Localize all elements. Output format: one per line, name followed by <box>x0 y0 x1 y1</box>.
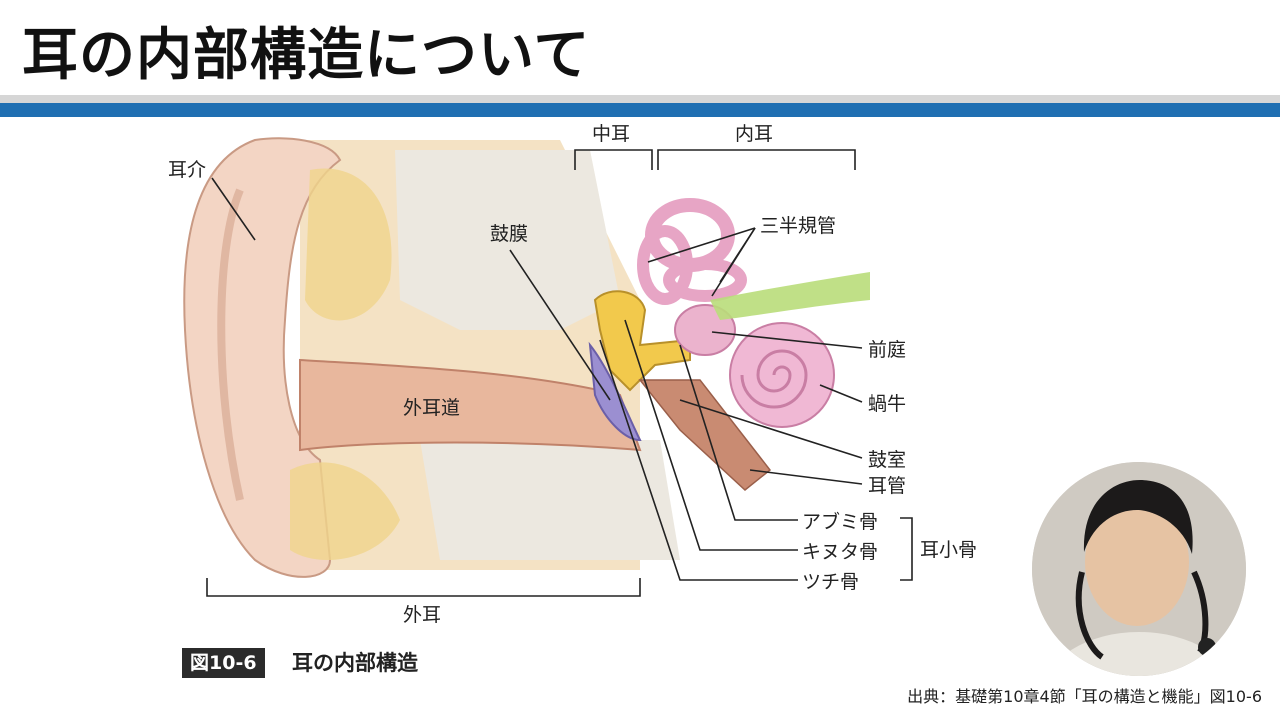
label-semicircular: 三半規管 <box>760 215 836 237</box>
figure-number-badge: 図10-6 <box>182 648 265 678</box>
leader-incus <box>624 319 798 551</box>
title-divider-gray <box>0 95 1280 103</box>
cochlea-spiral <box>740 349 808 409</box>
leader-tympanic <box>679 399 863 459</box>
auricle-fold <box>217 188 244 501</box>
bracket-outer-ear <box>206 578 641 597</box>
ossicles-shape <box>593 290 691 392</box>
bracket-ossicles <box>900 517 913 581</box>
label-cochlea: 蝸牛 <box>868 393 906 415</box>
label-stapes: アブミ骨 <box>802 510 878 533</box>
label-middle-ear: 中耳 <box>592 123 630 145</box>
label-eustachian: 耳管 <box>868 475 906 497</box>
cochlea-shape <box>729 322 835 428</box>
label-malleus: ツチ骨 <box>802 571 859 593</box>
label-vestibule: 前庭 <box>868 339 906 361</box>
label-ear-canal: 外耳道 <box>403 397 460 419</box>
figure-caption: 耳の内部構造 <box>292 651 418 675</box>
leader-eardrum <box>509 249 611 401</box>
leader-cochlea <box>819 384 863 403</box>
ear-canal-shape <box>299 358 642 452</box>
leader-semicircular-3 <box>711 227 756 297</box>
leader-auricle <box>211 177 256 241</box>
cartilage-lower <box>290 462 400 560</box>
canal-3 <box>663 258 747 302</box>
temporal-bone-lower <box>420 440 680 560</box>
leader-stapes <box>679 344 798 521</box>
leader-semicircular-2 <box>647 227 756 263</box>
source-citation: 出典：基礎第10章4節「耳の構造と機能」図10-6 <box>907 687 1262 706</box>
auditory-nerve <box>710 272 870 320</box>
leader-vestibule <box>711 331 863 349</box>
label-eardrum: 鼓膜 <box>490 223 528 245</box>
temporal-bone <box>395 150 620 330</box>
bracket-inner-ear <box>657 149 856 170</box>
label-ossicles: 耳小骨 <box>920 539 977 561</box>
tympanic-cavity-shape <box>638 379 772 491</box>
slide-title: 耳の内部構造について <box>22 23 591 88</box>
cartilage-upper <box>305 168 392 321</box>
leader-eustachian <box>749 469 863 485</box>
label-outer-ear: 外耳 <box>403 604 441 626</box>
bracket-middle-ear <box>574 149 653 170</box>
presenter-webcam <box>1032 462 1246 676</box>
label-tympanic: 鼓室 <box>868 449 906 471</box>
label-inner-ear: 内耳 <box>735 123 773 145</box>
label-auricle: 耳介 <box>168 159 206 181</box>
eardrum-shape <box>588 341 642 442</box>
leader-malleus <box>599 339 798 581</box>
title-divider-blue <box>0 103 1280 117</box>
label-incus: キヌタ骨 <box>802 541 878 563</box>
